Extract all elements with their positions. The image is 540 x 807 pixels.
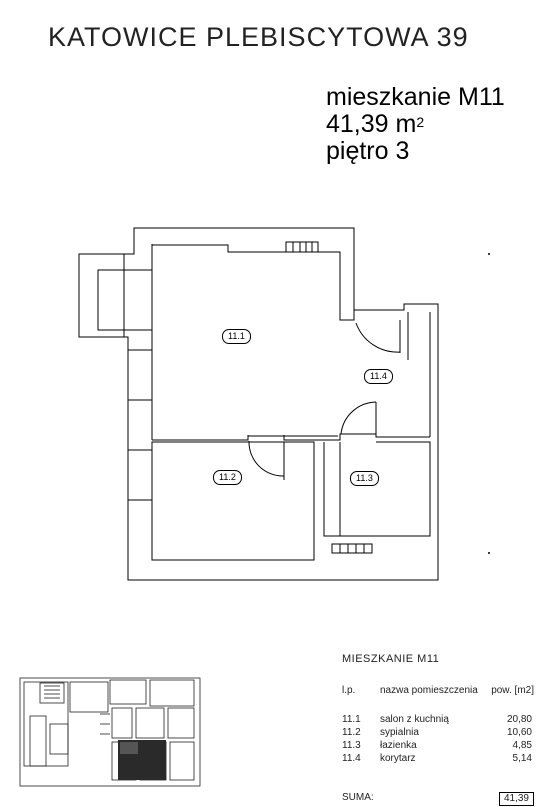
- window-top: [285, 241, 319, 253]
- legend-header-name: nazwa pomieszczenia: [380, 685, 478, 696]
- window-bottom: [331, 543, 373, 554]
- door-arc-bedroom: [248, 440, 285, 477]
- legend-row-area: 20,80: [506, 714, 532, 725]
- legend-row-name: korytarz: [380, 753, 416, 764]
- apartment-name: mieszkanie M11: [326, 83, 505, 111]
- key-plan: [19, 677, 201, 787]
- legend-row-area: 5,14: [512, 753, 532, 764]
- room-label-11-1: 11.1: [222, 329, 251, 344]
- apartment-area: 41,39 m2: [326, 110, 425, 138]
- legend-header-lp: l.p.: [342, 685, 356, 696]
- legend-title: MIESZKANIE M11: [342, 653, 440, 665]
- legend-row: 11.4 korytarz 5,14: [342, 753, 532, 766]
- bathroom-outline: [323, 441, 431, 537]
- legend-sum-label: SUMA:: [342, 792, 374, 803]
- apartment-info: mieszkanie M11 41,39 m2 piętro 3: [326, 84, 505, 165]
- legend-row-lp: 11.4: [342, 753, 361, 764]
- legend-row-lp: 11.1: [342, 714, 361, 725]
- room-label-11-4: 11.4: [364, 369, 393, 384]
- inner-wall: [97, 244, 355, 331]
- apartment-floor: piętro 3: [326, 137, 410, 165]
- legend-row-area: 4,85: [512, 740, 532, 751]
- legend-header: l.p. nazwa pomieszczenia pow. [m2]: [342, 685, 534, 699]
- door-arc-corridor: [355, 322, 401, 353]
- room-label-11-3: 11.3: [350, 471, 379, 486]
- legend-row-lp: 11.3: [342, 740, 361, 751]
- legend-sum-value: 41,39: [498, 792, 534, 806]
- legend-row-name: łazienka: [380, 740, 417, 751]
- room-label-11-2: 11.2: [213, 470, 242, 485]
- legend-row-lp: 11.2: [342, 727, 361, 738]
- legend-row-name: salon z kuchnią: [380, 714, 449, 725]
- legend-sum: SUMA: 41,39: [342, 792, 534, 806]
- legend-row-area: 10,60: [506, 727, 532, 738]
- legend-header-area: pow. [m2]: [491, 685, 534, 696]
- legend-row-name: sypialnia: [380, 727, 419, 738]
- bedroom-outline: [151, 441, 315, 561]
- legend-row: 11.2 sypialnia 10,60: [342, 727, 532, 740]
- legend-row: 11.3 łazienka 4,85: [342, 740, 532, 753]
- legend-row: 11.1 salon z kuchnią 20,80: [342, 714, 532, 727]
- outer-wall: [78, 227, 439, 581]
- door-arc-bathroom: [340, 401, 377, 435]
